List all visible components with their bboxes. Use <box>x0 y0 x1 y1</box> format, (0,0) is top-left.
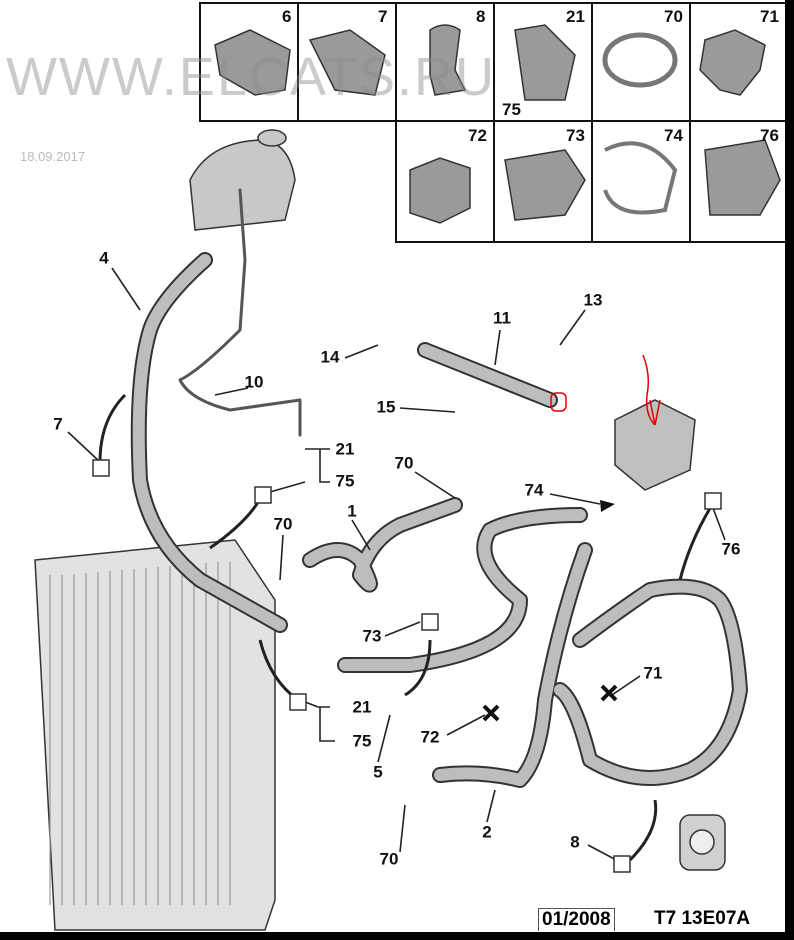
grid-cell-label: 75 <box>502 100 521 119</box>
watermark-date: 18.09.2017 <box>20 149 86 164</box>
callout-75: 75 <box>335 471 355 491</box>
expansion-tank <box>189 129 296 231</box>
callout-76: 76 <box>721 539 741 559</box>
callout-75: 75 <box>352 731 372 751</box>
callout-13: 13 <box>583 290 603 310</box>
callout-10: 10 <box>244 372 264 392</box>
grid-cell-label: 76 <box>760 126 779 145</box>
watermark: WWW.ELCATS.RU <box>6 47 496 107</box>
callout-74: 74 <box>524 480 544 500</box>
cross-markers <box>482 684 618 722</box>
grid-cell-label: 74 <box>664 126 683 145</box>
callout-8: 8 <box>570 832 580 852</box>
callout-7: 7 <box>53 414 63 434</box>
callout-14: 14 <box>320 347 340 367</box>
callout-70: 70 <box>273 514 293 534</box>
callout-2: 2 <box>482 822 492 842</box>
grid-cell-label: 7 <box>378 7 388 26</box>
callout-boxes <box>92 459 722 873</box>
frame-border-right <box>785 0 794 940</box>
callout-71: 71 <box>643 663 663 683</box>
oil-cooler <box>679 814 726 871</box>
callout-5: 5 <box>373 762 383 782</box>
callout-4: 4 <box>99 248 109 268</box>
footer-date: 01/2008 <box>538 908 615 931</box>
small-part-icons <box>214 24 781 224</box>
callout-73: 73 <box>362 626 382 646</box>
radiator <box>34 539 276 931</box>
callout-70: 70 <box>379 849 399 869</box>
thermostat-housing <box>614 399 696 491</box>
grid-cell-label: 21 <box>566 7 585 26</box>
grid-cell-label: 70 <box>664 7 683 26</box>
frame-border-bottom <box>0 932 794 940</box>
callout-21: 21 <box>352 697 372 717</box>
red-annotation <box>550 354 661 426</box>
grid-cell-label: 72 <box>468 126 487 145</box>
hoses <box>130 188 748 788</box>
callout-11: 11 <box>493 308 511 328</box>
callout-72: 72 <box>420 727 440 747</box>
grid-cell-label: 73 <box>566 126 585 145</box>
cross-marker-72 <box>482 704 500 722</box>
callout-70: 70 <box>394 453 414 473</box>
grid-cell-label: 8 <box>476 7 486 26</box>
callout-1: 1 <box>347 501 357 521</box>
callout-15: 15 <box>376 397 396 417</box>
grid-cell-label: 6 <box>282 7 292 26</box>
arrow-74 <box>600 500 615 512</box>
grid-cell-label: 71 <box>760 7 779 26</box>
callout-21: 21 <box>335 439 355 459</box>
cross-marker-71 <box>600 684 618 702</box>
footer-code: T7 13E07A <box>654 908 751 929</box>
leader-lines <box>67 267 726 863</box>
